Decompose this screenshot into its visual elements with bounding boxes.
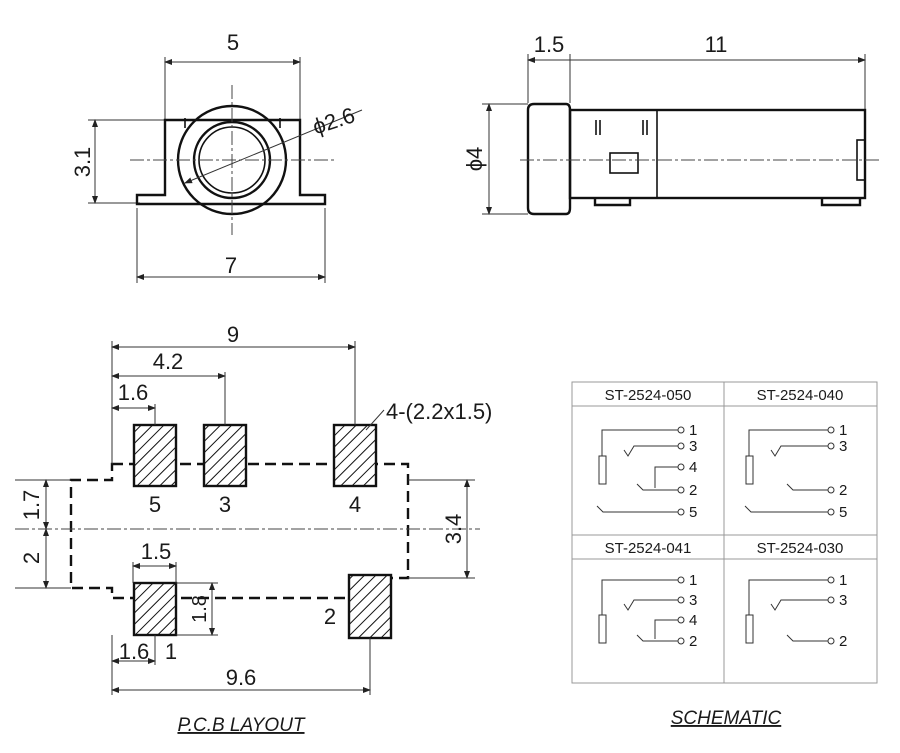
schematic-pin-label: 4 [689,612,697,629]
side-dim-head-length: 1.5 [534,32,565,57]
schematic-cell-041: 1 3 4 2 [598,572,697,650]
schematic-pin-label: 1 [689,572,697,589]
front-body-outline [135,118,327,206]
pcb-dim-pitch-4-2: 4.2 [153,349,184,374]
front-dim-width-bottom: 7 [225,253,237,278]
pcb-pin-label-3: 3 [219,492,231,517]
pcb-pad-4 [332,423,378,488]
schematic-cell-030: 1 3 2 [745,572,847,650]
front-dim-diameter: ϕ2.6 [309,102,358,139]
pcb-dim-height-3-4: 3.4 [441,514,466,545]
pcb-pad-1 [132,581,178,637]
pcb-dim-total-9-6: 9.6 [226,665,257,690]
pcb-pin-label-2: 2 [324,604,336,629]
schematic-pin-label: 3 [839,438,847,455]
schematic-pin-label: 1 [839,422,847,439]
schematic-cell-040: 1 3 2 5 [744,422,847,521]
side-dim-body-length: 11 [705,32,728,57]
pcb-pin-label-5: 5 [149,492,161,517]
schematic-pin-label: 4 [689,459,697,476]
pcb-pin-label-4: 4 [349,492,361,517]
schematic-pin-label: 2 [839,633,847,650]
schematic-pin-label: 1 [839,572,847,589]
schematic-cell-name: ST-2524-030 [757,540,844,557]
side-head [526,102,572,216]
schematic-pin-label: 3 [689,438,697,455]
schematic: ST-2524-050 ST-2524-040 ST-2524-041 ST-2… [571,381,878,729]
schematic-cell-name: ST-2524-050 [605,387,692,404]
schematic-pin-label: 5 [689,504,697,521]
side-view: 1.5 11 ϕ4 [462,32,880,216]
pcb-dim-height-1-8: 1.8 [189,595,211,623]
schematic-pin-label: 5 [839,504,847,521]
pcb-dim-pitch-1-6-bottom: 1.6 [119,639,150,664]
pcb-pad-3 [202,423,248,488]
pcb-pad-5 [132,423,178,488]
schematic-pin-label: 2 [689,633,697,650]
front-dim-height-left: 3.1 [70,147,95,178]
schematic-cell-name: ST-2524-041 [605,540,692,557]
pcb-pad-callout: 4-(2.2x1.5) [386,399,492,424]
pcb-layout-title: P.C.B LAYOUT [177,715,305,736]
front-dim-width-top: 5 [227,30,239,55]
pcb-dim-pitch-1-5: 1.5 [141,539,172,564]
pcb-dim-total-pitch: 9 [227,322,239,347]
front-view: 5 3.1 ϕ2.6 7 [70,30,363,283]
side-body [568,108,867,200]
schematic-pin-label: 2 [689,482,697,499]
schematic-cell-050: 1 3 4 2 5 [596,422,697,521]
pcb-layout: 9 4.2 1.6 4-(2.2x1.5) 5 3 4 2 1 1.7 2 3.… [15,322,492,736]
schematic-pin-label: 3 [839,592,847,609]
schematic-pin-label: 2 [839,482,847,499]
schematic-title: SCHEMATIC [671,708,782,729]
pcb-pin-label-1: 1 [165,639,177,664]
schematic-pin-label: 3 [689,592,697,609]
schematic-cell-name: ST-2524-040 [757,387,844,404]
pcb-dim-height-1-7: 1.7 [19,490,44,521]
side-dim-diameter: ϕ4 [462,147,487,172]
pcb-dim-pitch-1-6-top: 1.6 [118,380,149,405]
schematic-pin-label: 1 [689,422,697,439]
pcb-dim-height-2: 2 [19,552,44,564]
pcb-pad-2 [347,573,393,640]
